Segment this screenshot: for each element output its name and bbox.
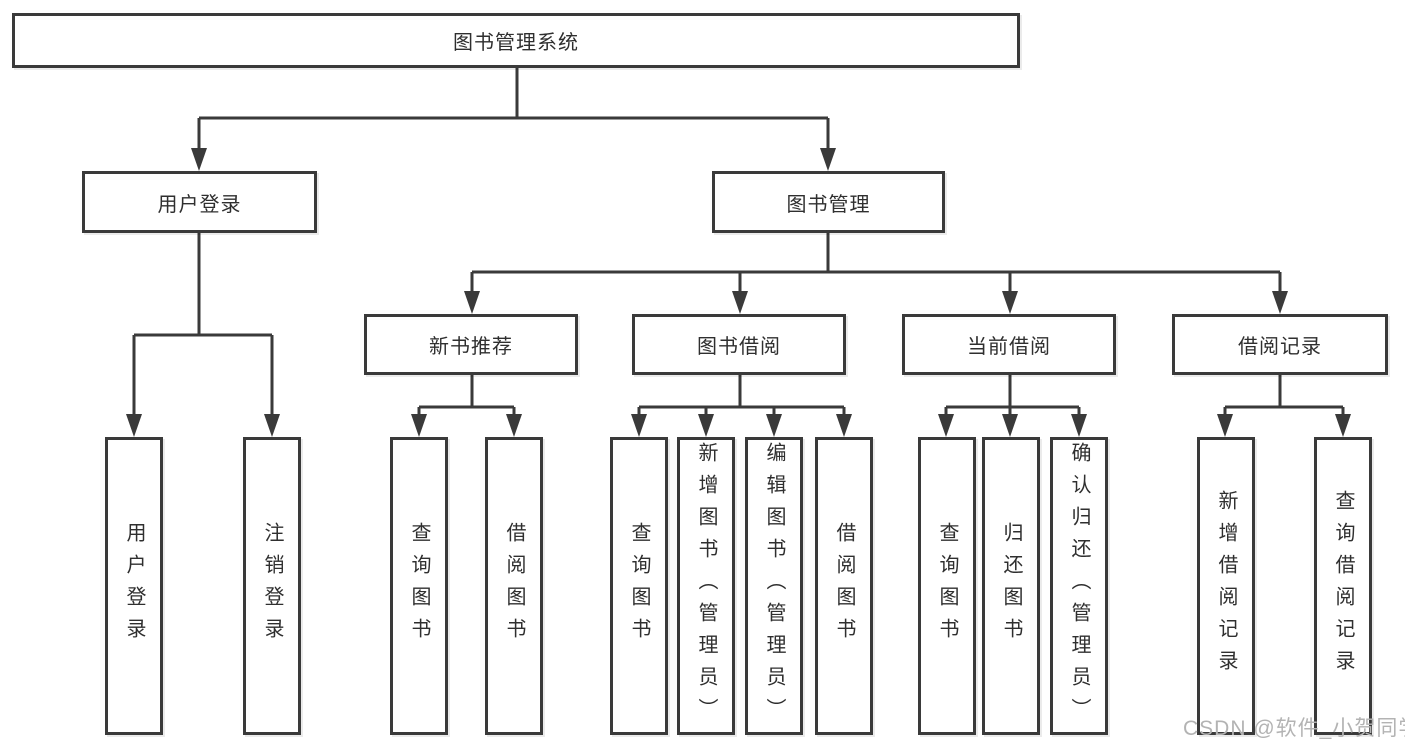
leaf-add-books-admin: 新增图书（管理员） bbox=[677, 437, 735, 735]
node-current-borrow: 当前借阅 bbox=[902, 314, 1116, 375]
leaf-return-books: 归还图书 bbox=[982, 437, 1040, 735]
leaf-borrow-books: 借阅图书 bbox=[815, 437, 873, 735]
leaf-search-borrow-record: 查询借阅记录 bbox=[1314, 437, 1372, 735]
leaf-add-borrow-record: 新增借阅记录 bbox=[1197, 437, 1255, 735]
leaf-search-books-recommend: 查询图书 bbox=[390, 437, 448, 735]
leaf-search-books-borrow: 查询图书 bbox=[610, 437, 668, 735]
leaf-logout: 注销登录 bbox=[243, 437, 301, 735]
node-book-borrow-label: 图书借阅 bbox=[697, 336, 781, 358]
leaf-search-books-current: 查询图书 bbox=[918, 437, 976, 735]
node-new-book-recommend: 新书推荐 bbox=[364, 314, 578, 375]
node-root-system: 图书管理系统 bbox=[12, 13, 1020, 68]
leaf-return-books-label: 归还图书 bbox=[1000, 522, 1022, 650]
leaf-edit-books-admin: 编辑图书（管理员） bbox=[745, 437, 803, 735]
leaf-search-books-current-label: 查询图书 bbox=[936, 522, 958, 650]
node-book-management: 图书管理 bbox=[712, 171, 945, 233]
leaf-add-books-admin-label: 新增图书（管理员） bbox=[695, 442, 717, 730]
node-user-login-branch: 用户登录 bbox=[82, 171, 317, 233]
watermark: CSDN @软件_小贺同学 bbox=[1183, 717, 1405, 740]
node-borrow-records-label: 借阅记录 bbox=[1238, 336, 1322, 358]
node-user-login-label: 用户登录 bbox=[157, 193, 242, 216]
node-borrow-records: 借阅记录 bbox=[1172, 314, 1388, 375]
leaf-user-login-label: 用户登录 bbox=[123, 522, 145, 650]
leaf-search-borrow-record-label: 查询借阅记录 bbox=[1332, 490, 1354, 682]
leaf-confirm-return-admin: 确认归还（管理员） bbox=[1050, 437, 1108, 735]
leaf-edit-books-admin-label: 编辑图书（管理员） bbox=[763, 442, 785, 730]
node-new-book-recommend-label: 新书推荐 bbox=[429, 336, 513, 358]
node-book-borrow: 图书借阅 bbox=[632, 314, 846, 375]
leaf-search-books-recommend-label: 查询图书 bbox=[408, 522, 430, 650]
leaf-user-login: 用户登录 bbox=[105, 437, 163, 735]
leaf-borrow-books-label: 借阅图书 bbox=[833, 522, 855, 650]
node-current-borrow-label: 当前借阅 bbox=[967, 336, 1051, 358]
leaf-borrow-books-recommend-label: 借阅图书 bbox=[503, 522, 525, 650]
node-root-label: 图书管理系统 bbox=[453, 32, 579, 54]
leaf-confirm-return-admin-label: 确认归还（管理员） bbox=[1068, 442, 1090, 730]
leaf-logout-label: 注销登录 bbox=[261, 522, 283, 650]
leaf-search-books-borrow-label: 查询图书 bbox=[628, 522, 650, 650]
leaf-add-borrow-record-label: 新增借阅记录 bbox=[1215, 490, 1237, 682]
leaf-borrow-books-recommend: 借阅图书 bbox=[485, 437, 543, 735]
node-book-management-label: 图书管理 bbox=[786, 193, 871, 216]
